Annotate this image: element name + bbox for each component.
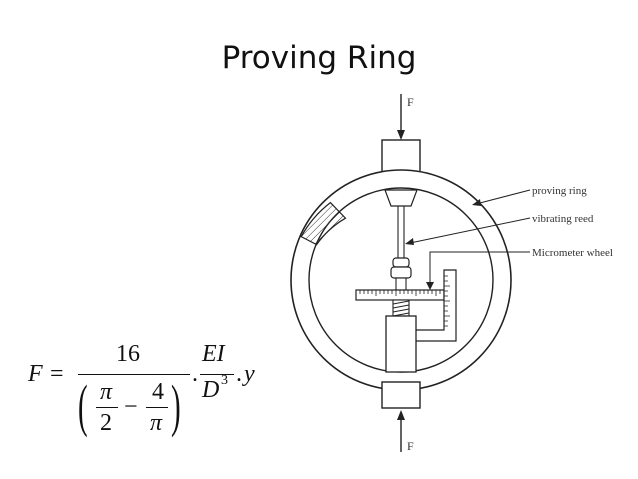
force-arrow-bottom [397, 410, 405, 452]
formula-ei-over-d3-bar [200, 374, 234, 376]
formula-numerator: 16 [116, 341, 140, 367]
formula-dot-2: . [236, 361, 242, 387]
formula-equals: = [50, 361, 64, 387]
formula-paren-left: ( [78, 373, 88, 438]
formula-four-over-pi-bar [146, 407, 168, 409]
formula-y: y [244, 361, 255, 387]
slide-title: Proving Ring [221, 40, 417, 76]
formula-pi-bottom: π [150, 410, 163, 436]
force-formula: F = 16 ( π 2 − 4 π ) . EI D 3 . y [28, 340, 278, 440]
formula-main-fraction-bar [78, 374, 190, 376]
micrometer-screw [392, 299, 410, 317]
micrometer-scale [355, 289, 445, 301]
force-label-top: F [407, 95, 414, 109]
formula-lhs: F [28, 361, 43, 387]
formula-dot-1: . [192, 361, 198, 387]
formula-minus: − [124, 394, 138, 420]
bottom-loading-block [381, 381, 421, 409]
leader-vibrating-reed [405, 217, 531, 245]
formula-pi-half-bar [96, 407, 118, 409]
leader-proving-ring [472, 189, 531, 206]
formula-ei: EI [202, 341, 225, 367]
top-boss [384, 189, 418, 207]
ring-section-hatch [300, 201, 347, 246]
formula-four: 4 [152, 379, 164, 405]
leader-micrometer-wheel [426, 251, 530, 290]
formula-exponent: 3 [221, 373, 228, 388]
formula-pi-top: π [100, 379, 113, 405]
label-vibrating-reed: vibrating reed [532, 213, 594, 225]
proving-ring-diagram: F F pr [290, 94, 613, 453]
vibrating-reed [397, 206, 405, 258]
label-proving-ring: proving ring [532, 185, 587, 197]
force-arrow-top [397, 94, 405, 140]
contact-head [390, 257, 412, 291]
formula-two: 2 [100, 410, 112, 436]
lower-post [385, 315, 417, 373]
force-label-bottom: F [407, 439, 414, 453]
label-micrometer-wheel: Micrometer wheel [532, 247, 613, 259]
formula-d: D [202, 377, 220, 403]
formula-paren-right: ) [171, 373, 181, 438]
